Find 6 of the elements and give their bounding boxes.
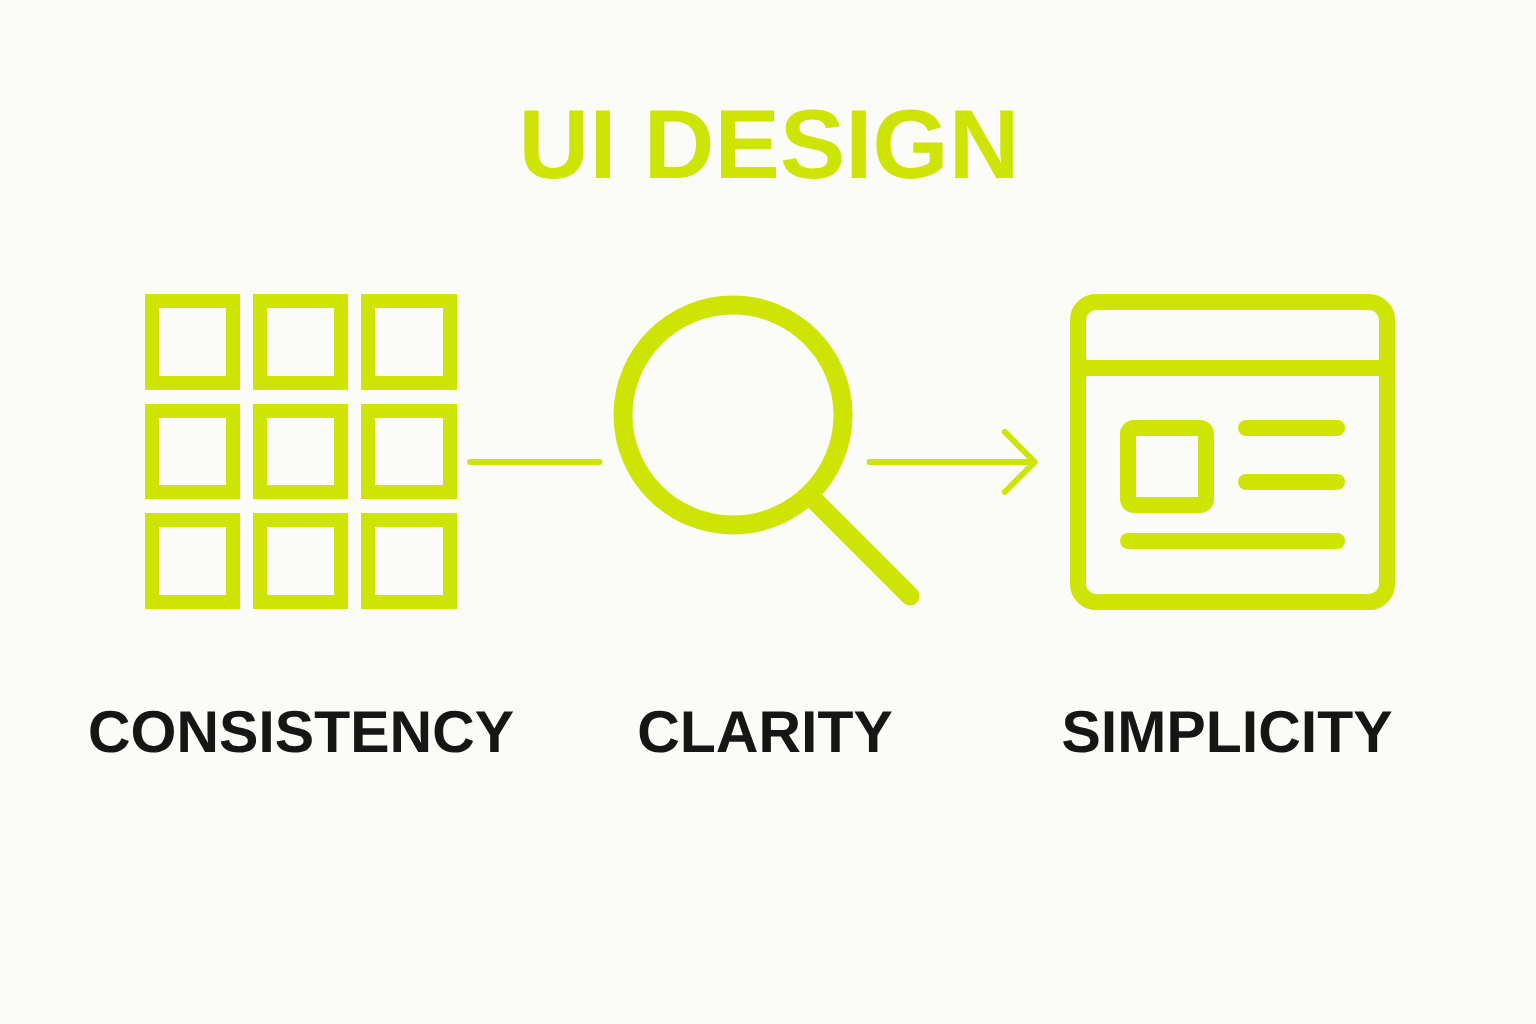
arrow xyxy=(866,429,1038,495)
icon-label: CLARITY xyxy=(639,710,892,753)
title: UI DESIGN xyxy=(524,109,1013,179)
icon-label: CONSISTENCY xyxy=(90,710,514,753)
connector-line xyxy=(467,459,603,465)
icon-label: SIMPLICITY xyxy=(1063,710,1392,753)
